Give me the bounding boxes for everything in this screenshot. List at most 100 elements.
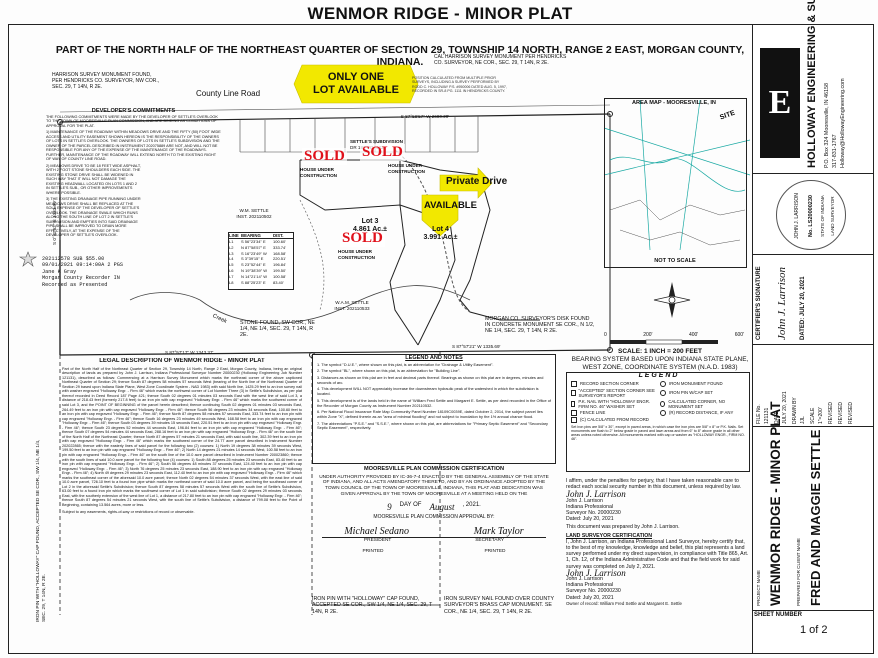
square-symbol-icon — [571, 416, 577, 423]
line-table-cell: N 19°38'39" W — [241, 267, 268, 273]
note-item: 6. Per National Flood Insurance Rate Map… — [317, 409, 543, 419]
secretary-printed-label: PRINTED — [484, 548, 506, 554]
scale-label-block: SCALE: 1 INCH = 200 FEET BEARING SYSTEM … — [570, 348, 750, 371]
certifier-signature-label: CERTIFIER'S SIGNATURE — [756, 266, 762, 340]
printed-labels: PRINTED PRINTED — [312, 549, 556, 554]
line-table-cell: L6 — [229, 267, 234, 273]
note-item: 5. This development is of the lands held… — [317, 397, 551, 408]
ne-monument-note: CAL HARRISON SURVEY MONUMENT PER HENDRIC… — [434, 54, 567, 66]
bottom-left-monument-note: IRON PIN WITH "HOLLOWAY" CAP FOUND, ACCE… — [312, 596, 433, 615]
scale-ticks: 0 200' 400' 600' — [604, 332, 744, 338]
file-info-block — [752, 344, 874, 426]
line-table-cell: 168.58' — [273, 250, 286, 256]
revised-label-2: REVISED — [838, 402, 844, 424]
legend-item-label: "ACCEPTED" SECTION CORNER SEE SURVEYOR'S… — [578, 387, 655, 398]
legend-title: L E G E N D — [638, 372, 678, 379]
line-table-cell: S 23°52'44" E — [241, 262, 266, 268]
only-one-banner: ONLY ONE LOT AVAILABLE — [302, 66, 410, 102]
lot-4-name: Lot 4 — [432, 226, 449, 233]
seal-state: STATE OF INDIANA — [820, 195, 825, 237]
file-label: FILE No. — [756, 404, 762, 424]
top-bearing: S 87°58'57" W 2680.28' — [400, 114, 450, 119]
banner-line2: LOT AVAILABLE — [313, 84, 399, 96]
legend-item-label: FENCE LINE — [580, 410, 606, 416]
line-table-cell: L2 — [229, 244, 234, 250]
lot-4-area: 3.991 Ac.± — [423, 234, 458, 241]
ne-monument-position-note: POSITION CALCULATED FROM MULTIPLE PRIOR … — [412, 76, 507, 94]
client-name: FRED AND MAGGIE SETTLE — [808, 429, 823, 606]
line-table-cell: N 87°58'57" E — [241, 244, 266, 250]
legal-title: LEGAL DESCRIPTION OF WENMOR RIDGE - MINO… — [99, 358, 265, 364]
scale-bar — [610, 339, 718, 345]
note-item: 3. Distances as shown on this plat are i… — [317, 375, 544, 385]
line-table-header: LINE BEARING DIST. — [229, 233, 293, 239]
surveyor-signature-2: John J. Larrison — [566, 567, 626, 578]
left-bottom-monument-note: IRON PIN WITH "HOLLOWAY" CAP FOUND, ACCE… — [36, 439, 47, 622]
revised-label-1: REVISED — [828, 402, 834, 424]
certification-date: 9 DAY OF August , 2021. — [312, 502, 556, 512]
line-table-cell: 199.50' — [273, 267, 286, 273]
certification-day: 9 — [387, 501, 392, 512]
tract-owner-name: W.A.M. SETTLE — [335, 300, 369, 305]
circle-symbol-icon — [660, 400, 666, 407]
surveyor-date-2: Dated: July 20, 2021 — [566, 594, 614, 601]
construction-label-2: HOUSE UNDER CONSTRUCTION — [388, 163, 426, 174]
scale-title-label: SCALE — [810, 407, 816, 424]
line-table-cell: S 88°25'23" E — [241, 279, 266, 285]
firm-logo-block — [752, 24, 874, 174]
sheet-block — [752, 610, 874, 654]
scale-tick-1: 200' — [643, 332, 653, 338]
area-map-roads — [603, 99, 751, 251]
seal-role: LAND SURVEYOR — [830, 196, 835, 236]
recorder-office: Morgan County Recorder IN — [42, 275, 120, 282]
line-table-cell: L5 — [229, 262, 234, 268]
scale-tick-0: 0 — [604, 332, 607, 338]
recorder-date: 09/01/2021 09:14:00A 2 PGS — [42, 262, 123, 269]
recorder-stamp: 202112578 SUB $55.00 09/01/2021 09:14:00… — [42, 256, 162, 288]
certification-day-label: DAY OF — [399, 501, 422, 508]
circle-symbol-icon — [660, 389, 666, 396]
certification-month: August — [429, 501, 455, 512]
private-drive-label: Private Drive — [446, 176, 508, 187]
drawn-label: DRAWN BY — [792, 397, 798, 424]
line-table-cell: S 3°39'15" E — [241, 256, 264, 262]
plat-title: WENMOR RIDGE - MINOR PLAT — [307, 4, 573, 23]
area-map-title: AREA MAP - MOORESVILLE, IN — [632, 100, 716, 106]
line-table-cell: L8 — [229, 279, 234, 285]
firm-logo-icon: E — [760, 48, 800, 158]
secretary-label: SECRETARY — [475, 537, 505, 543]
legend-item: IRON PIN W/CAP SET — [660, 388, 745, 398]
project-label: PROJECT NAME — [756, 570, 761, 606]
wm-settle-inst: INST. 202110502 — [236, 213, 272, 219]
certifier-dated: DATED: JULY 20, 2021 — [800, 276, 806, 340]
firm-name: HOLLOWAY ENGINEERING & SURVEYING — [806, 0, 818, 168]
revised-label-3: REVISED — [848, 402, 854, 424]
legend-item: (C) CALCULATED FROM RECORD — [571, 416, 656, 423]
legend-item: (R) RECORD DISTANCE, IF ANY — [660, 409, 745, 416]
square-symbol-icon — [571, 389, 576, 396]
drawn-value: JJL — [800, 416, 806, 424]
commitments-title: DEVELOPER'S COMMITMENTS — [91, 108, 176, 114]
firm-email: Holloway@HollowayEngineering.com — [840, 78, 846, 168]
line-table-cell: L7 — [229, 273, 234, 279]
legend-and-notes: LEGEND AND NOTES 1. The symbol "D.U.E.",… — [312, 354, 556, 464]
surveyor-date-1: Dated: July 20, 2021 — [566, 516, 614, 523]
line-table-cell: L3 — [229, 250, 234, 256]
line-table-cell: S 56°23'34" E — [241, 239, 266, 244]
lot-3-area: 4.861 Ac.± — [353, 226, 387, 233]
tract-owner-label: W.A.M. SETTLE INST. 202110533 — [322, 300, 382, 311]
bearing-basis: BEARING SYSTEM BASED UPON INDIANA STATE … — [571, 355, 749, 371]
private-drive-arrow-icon — [439, 167, 493, 199]
president-label: PRESIDENT — [363, 537, 392, 543]
construction-label-3: HOUSE UNDER CONSTRUCTION — [338, 249, 376, 260]
bottom-right-monument-note: IRON SURVEY NAIL FOUND OVER COUNTY SURVE… — [444, 596, 554, 615]
sheet-label: SHEET NUMBER — [754, 612, 803, 618]
line-table-cell: N 14°21'14" W — [241, 273, 268, 279]
square-symbol-icon — [571, 380, 577, 387]
surveyor-name-1: John J. Larrison — [566, 497, 603, 504]
